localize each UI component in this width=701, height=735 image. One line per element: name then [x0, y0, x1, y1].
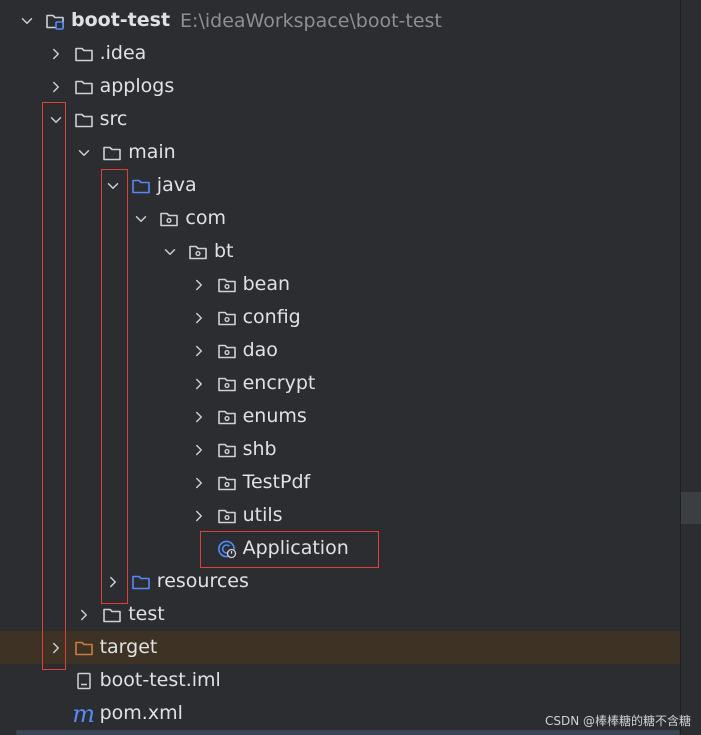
package-icon — [157, 207, 181, 231]
chevron-right-icon[interactable] — [187, 306, 211, 330]
tree-row-label: pom.xml — [99, 702, 183, 724]
tree-row-label: utils — [242, 504, 283, 526]
tree-row-test[interactable]: test — [0, 598, 681, 631]
vertical-scrollbar-thumb[interactable] — [681, 492, 701, 524]
chevron-right-icon[interactable] — [187, 339, 211, 363]
folder-icon — [100, 141, 124, 165]
chevron-right-icon[interactable] — [187, 471, 211, 495]
tree-row-label: main — [128, 141, 176, 163]
tree-row-application[interactable]: Application — [0, 532, 681, 565]
tree-row-target[interactable]: target — [0, 631, 681, 664]
vertical-scrollbar[interactable] — [680, 0, 701, 735]
tree-row-label: .idea — [99, 42, 147, 64]
package-icon — [215, 405, 239, 429]
chevron-down-icon[interactable] — [72, 141, 96, 165]
tree-row-boot-test-iml[interactable]: boot-test.iml — [0, 664, 681, 697]
tree-row-label: bean — [242, 273, 291, 295]
watermark: CSDN @棒棒糖的糖不含糖 — [544, 714, 691, 728]
tree-row-enums[interactable]: enums — [0, 400, 681, 433]
chevron-right-icon[interactable] — [187, 372, 211, 396]
tree-row-label: java — [156, 174, 197, 196]
tree-row-label: config — [242, 306, 301, 328]
tree-row-boot-test[interactable]: boot-test E:\ideaWorkspace\boot-test — [0, 4, 681, 37]
module-folder-icon — [43, 9, 67, 33]
tree-row-label: target — [99, 636, 158, 658]
package-icon — [215, 504, 239, 528]
tree-row-label: boot-test — [71, 9, 171, 31]
folder-icon — [72, 75, 96, 99]
tree-row-shb[interactable]: shb — [0, 433, 681, 466]
tree-row-resources[interactable]: resources — [0, 565, 681, 598]
package-icon — [215, 273, 239, 297]
package-icon — [215, 339, 239, 363]
chevron-right-icon[interactable] — [44, 42, 68, 66]
tree-row-com[interactable]: com — [0, 202, 681, 235]
folder-icon — [72, 42, 96, 66]
tree-row-dao[interactable]: dao — [0, 334, 681, 367]
resources-folder-icon — [129, 570, 153, 594]
tree-row-bean[interactable]: bean — [0, 268, 681, 301]
project-path: E:\ideaWorkspace\boot-test — [180, 9, 442, 32]
chevron-right-icon[interactable] — [187, 504, 211, 528]
tree-row-label: com — [185, 207, 226, 229]
chevron-right-icon[interactable] — [187, 405, 211, 429]
tree-row-label: src — [99, 108, 128, 130]
tree-row-main[interactable]: main — [0, 136, 681, 169]
tree-row-label: resources — [156, 570, 249, 592]
tree-row-testpdf[interactable]: TestPdf — [0, 466, 681, 499]
chevron-down-icon[interactable] — [15, 9, 39, 33]
tree-row-label: dao — [242, 339, 278, 361]
tree-row-label: boot-test.iml — [99, 669, 221, 691]
chevron-right-icon[interactable] — [187, 273, 211, 297]
chevron-right-icon[interactable] — [187, 438, 211, 462]
tree-row-applogs[interactable]: applogs — [0, 70, 681, 103]
tree-row-idea[interactable]: .idea — [0, 37, 681, 70]
tree-row-label: Application — [242, 537, 349, 559]
tree-row-label: TestPdf — [242, 471, 311, 493]
iml-file-icon — [72, 669, 96, 693]
chevron-down-icon[interactable] — [44, 108, 68, 132]
tree-row-config[interactable]: config — [0, 301, 681, 334]
package-icon — [215, 372, 239, 396]
chevron-down-icon[interactable] — [129, 207, 153, 231]
tree-row-bt[interactable]: bt — [0, 235, 681, 268]
package-icon — [215, 438, 239, 462]
tree-row-label: bt — [214, 240, 234, 262]
tree-row-utils[interactable]: utils — [0, 499, 681, 532]
chevron-right-icon[interactable] — [44, 75, 68, 99]
source-folder-icon — [129, 174, 153, 198]
horizontal-scrollbar[interactable] — [16, 730, 680, 735]
tree-row-src[interactable]: src — [0, 103, 681, 136]
package-icon — [215, 306, 239, 330]
chevron-right-icon[interactable] — [72, 603, 96, 627]
chevron-right-icon[interactable] — [101, 570, 125, 594]
spring-boot-class-icon — [215, 537, 239, 561]
tree-row-label: shb — [242, 438, 277, 460]
tree-row-label: enums — [242, 405, 307, 427]
chevron-down-icon[interactable] — [158, 240, 182, 264]
tree-row-java[interactable]: java — [0, 169, 681, 202]
excluded-folder-icon — [72, 636, 96, 660]
chevron-right-icon[interactable] — [44, 636, 68, 660]
folder-icon — [100, 603, 124, 627]
chevron-down-icon[interactable] — [101, 174, 125, 198]
folder-icon — [72, 108, 96, 132]
tree-row-encrypt[interactable]: encrypt — [0, 367, 681, 400]
package-icon — [215, 471, 239, 495]
tree-row-label: encrypt — [242, 372, 316, 394]
package-icon — [186, 240, 210, 264]
tree-row-label: applogs — [99, 75, 175, 97]
maven-icon: m — [72, 699, 95, 728]
project-tree: boot-test E:\ideaWorkspace\boot-test .idea… — [0, 4, 681, 730]
tree-row-label: test — [128, 603, 165, 625]
